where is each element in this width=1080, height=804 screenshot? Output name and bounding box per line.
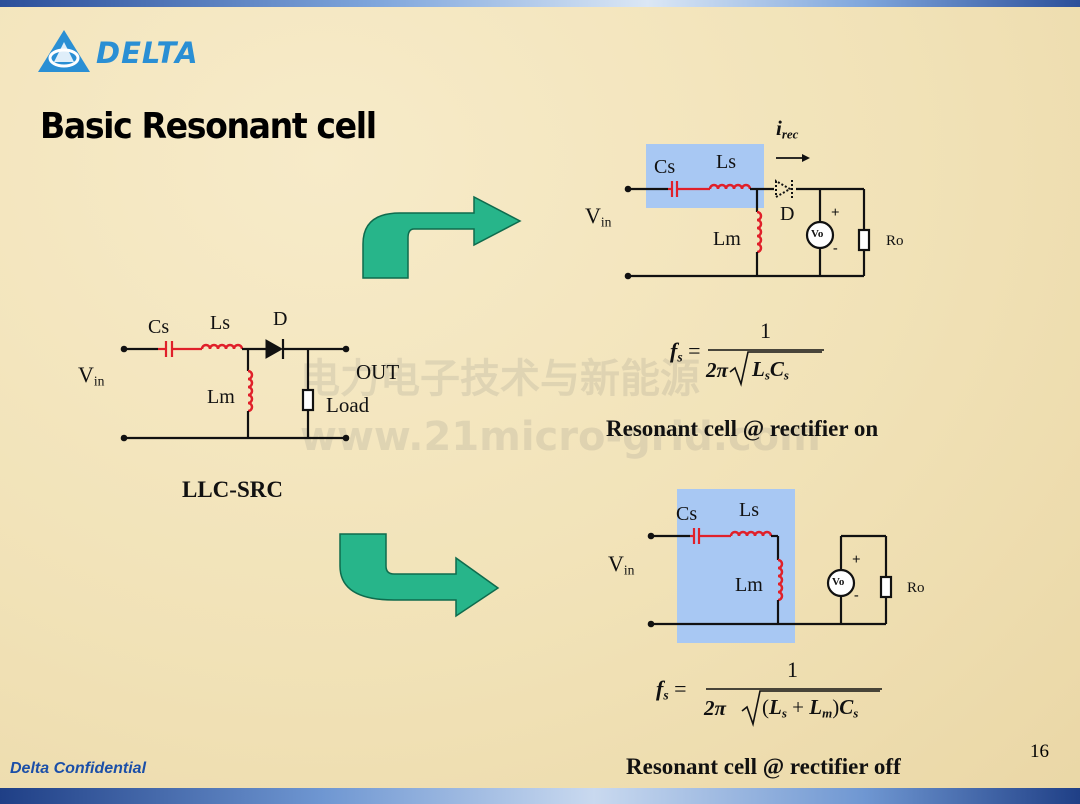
watermark-cn: 电力电子技术与新能源 bbox=[300, 356, 700, 402]
left-vin-label: Vin bbox=[78, 362, 105, 389]
bottom-minus-label: - bbox=[854, 588, 859, 603]
left-d-label: D bbox=[273, 308, 288, 330]
top-formula-lhs: fs = bbox=[670, 338, 701, 365]
left-circuit bbox=[124, 339, 346, 440]
bottom-gradient-bar bbox=[0, 788, 1080, 804]
watermark-url: www.21micro-grid.com bbox=[300, 414, 821, 460]
highlight-box-top bbox=[646, 144, 764, 208]
top-right-circuit bbox=[628, 154, 871, 278]
top-plus-label: + bbox=[831, 205, 840, 221]
arrow-down-right bbox=[339, 533, 500, 618]
bottom-plus-label: + bbox=[852, 552, 861, 568]
top-ls-label: Ls bbox=[716, 151, 736, 173]
top-lm-label: Lm bbox=[713, 228, 741, 250]
left-load-label: Load bbox=[326, 393, 370, 417]
bottom-lm-label: Lm bbox=[735, 574, 763, 596]
logo-text: DELTA bbox=[96, 36, 199, 70]
top-vo-label: Vo bbox=[811, 228, 824, 240]
top-irec-label: irec bbox=[776, 116, 799, 142]
left-out-label: OUT bbox=[356, 360, 400, 384]
page-title: Basic Resonant cell bbox=[40, 106, 377, 147]
top-gradient-bar bbox=[0, 0, 1080, 7]
top-formula-denominator: 2π bbox=[706, 358, 728, 382]
top-minus-label: - bbox=[833, 241, 838, 256]
bottom-formula-denominator: 2π bbox=[704, 696, 726, 720]
top-d-label: D bbox=[780, 203, 795, 225]
bottom-ls-label: Ls bbox=[739, 499, 759, 521]
highlight-box-bottom bbox=[677, 489, 795, 643]
left-caption: LLC-SRC bbox=[182, 477, 283, 502]
arrow-up-right bbox=[362, 195, 522, 279]
bottom-formula-radicand: (Ls + Lm)Cs bbox=[762, 695, 859, 721]
delta-triangle-icon bbox=[38, 30, 90, 72]
top-formula-radicand: LsCs bbox=[752, 357, 789, 383]
bottom-cs-label: Cs bbox=[676, 503, 698, 525]
footer-confidential: Delta Confidential bbox=[10, 760, 147, 777]
bottom-formula-lhs: fs = bbox=[656, 676, 687, 703]
delta-logo: DELTA bbox=[36, 28, 198, 76]
bottom-vo-label: Vo bbox=[832, 576, 845, 588]
top-cs-label: Cs bbox=[654, 156, 676, 178]
left-lm-label: Lm bbox=[207, 386, 235, 408]
page-number: 16 bbox=[1030, 741, 1049, 762]
top-caption: Resonant cell @ rectifier on bbox=[606, 416, 879, 441]
formula-lines bbox=[706, 349, 882, 727]
top-formula-numerator: 1 bbox=[760, 318, 771, 343]
bottom-formula-numerator: 1 bbox=[787, 657, 798, 682]
top-ro-label: Ro bbox=[886, 233, 904, 249]
bottom-caption: Resonant cell @ rectifier off bbox=[626, 754, 901, 779]
bottom-right-circuit bbox=[651, 528, 893, 626]
bottom-ro-label: Ro bbox=[907, 580, 925, 596]
left-ls-label: Ls bbox=[210, 312, 230, 334]
top-vin-label: Vin bbox=[585, 203, 612, 230]
left-cs-label: Cs bbox=[148, 316, 170, 338]
bottom-vin-label: Vin bbox=[608, 551, 635, 578]
